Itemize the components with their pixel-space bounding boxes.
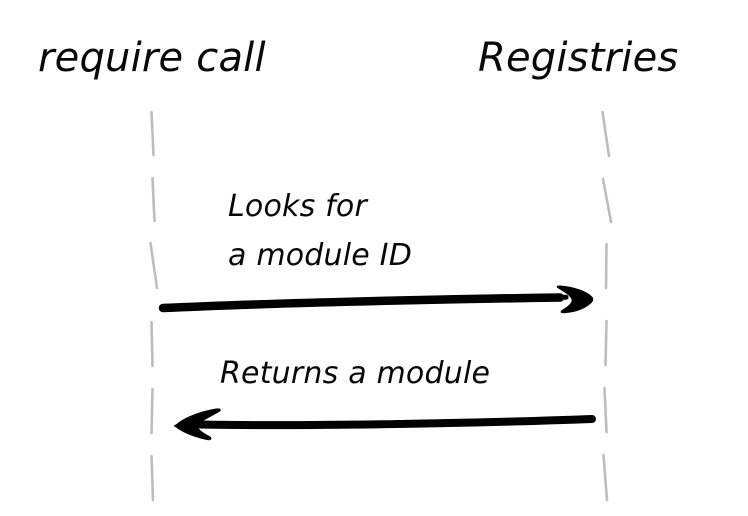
arrow-head-detail-stroke xyxy=(180,419,201,425)
lifeline-dash xyxy=(149,241,159,290)
lifeline-dash xyxy=(603,386,608,434)
arrow-head-left xyxy=(174,408,221,441)
lifeline-dash xyxy=(602,453,609,502)
message-arrow-returns-a-module xyxy=(174,408,596,441)
lifeline-require-call xyxy=(149,110,159,502)
lifeline-dash xyxy=(604,242,608,290)
lifeline-dash xyxy=(151,176,156,223)
lifeline-dash xyxy=(150,320,154,368)
lifeline-dash xyxy=(150,387,154,435)
message-label-looks-for-line-2: a module ID xyxy=(228,238,412,273)
message-label-returns-a-module: Returns a module xyxy=(220,356,490,391)
participant-label-registries: Registries xyxy=(478,35,678,81)
lifeline-registries xyxy=(601,110,613,502)
lifeline-dash xyxy=(150,110,155,157)
participant-label-require-call: require call xyxy=(38,35,266,81)
arrow-head-right xyxy=(556,285,594,314)
arrow-shaft-overdraw xyxy=(205,417,588,428)
message-label-looks-for-line-1: Looks for xyxy=(228,189,368,224)
lifeline-dash xyxy=(604,319,608,367)
lifeline-dash xyxy=(150,454,155,502)
lifeline-dash xyxy=(601,177,613,224)
message-arrow-looks-for-a-module-id xyxy=(158,285,594,314)
arrow-shaft-overdraw xyxy=(169,294,569,309)
lifeline-dash xyxy=(601,110,611,158)
